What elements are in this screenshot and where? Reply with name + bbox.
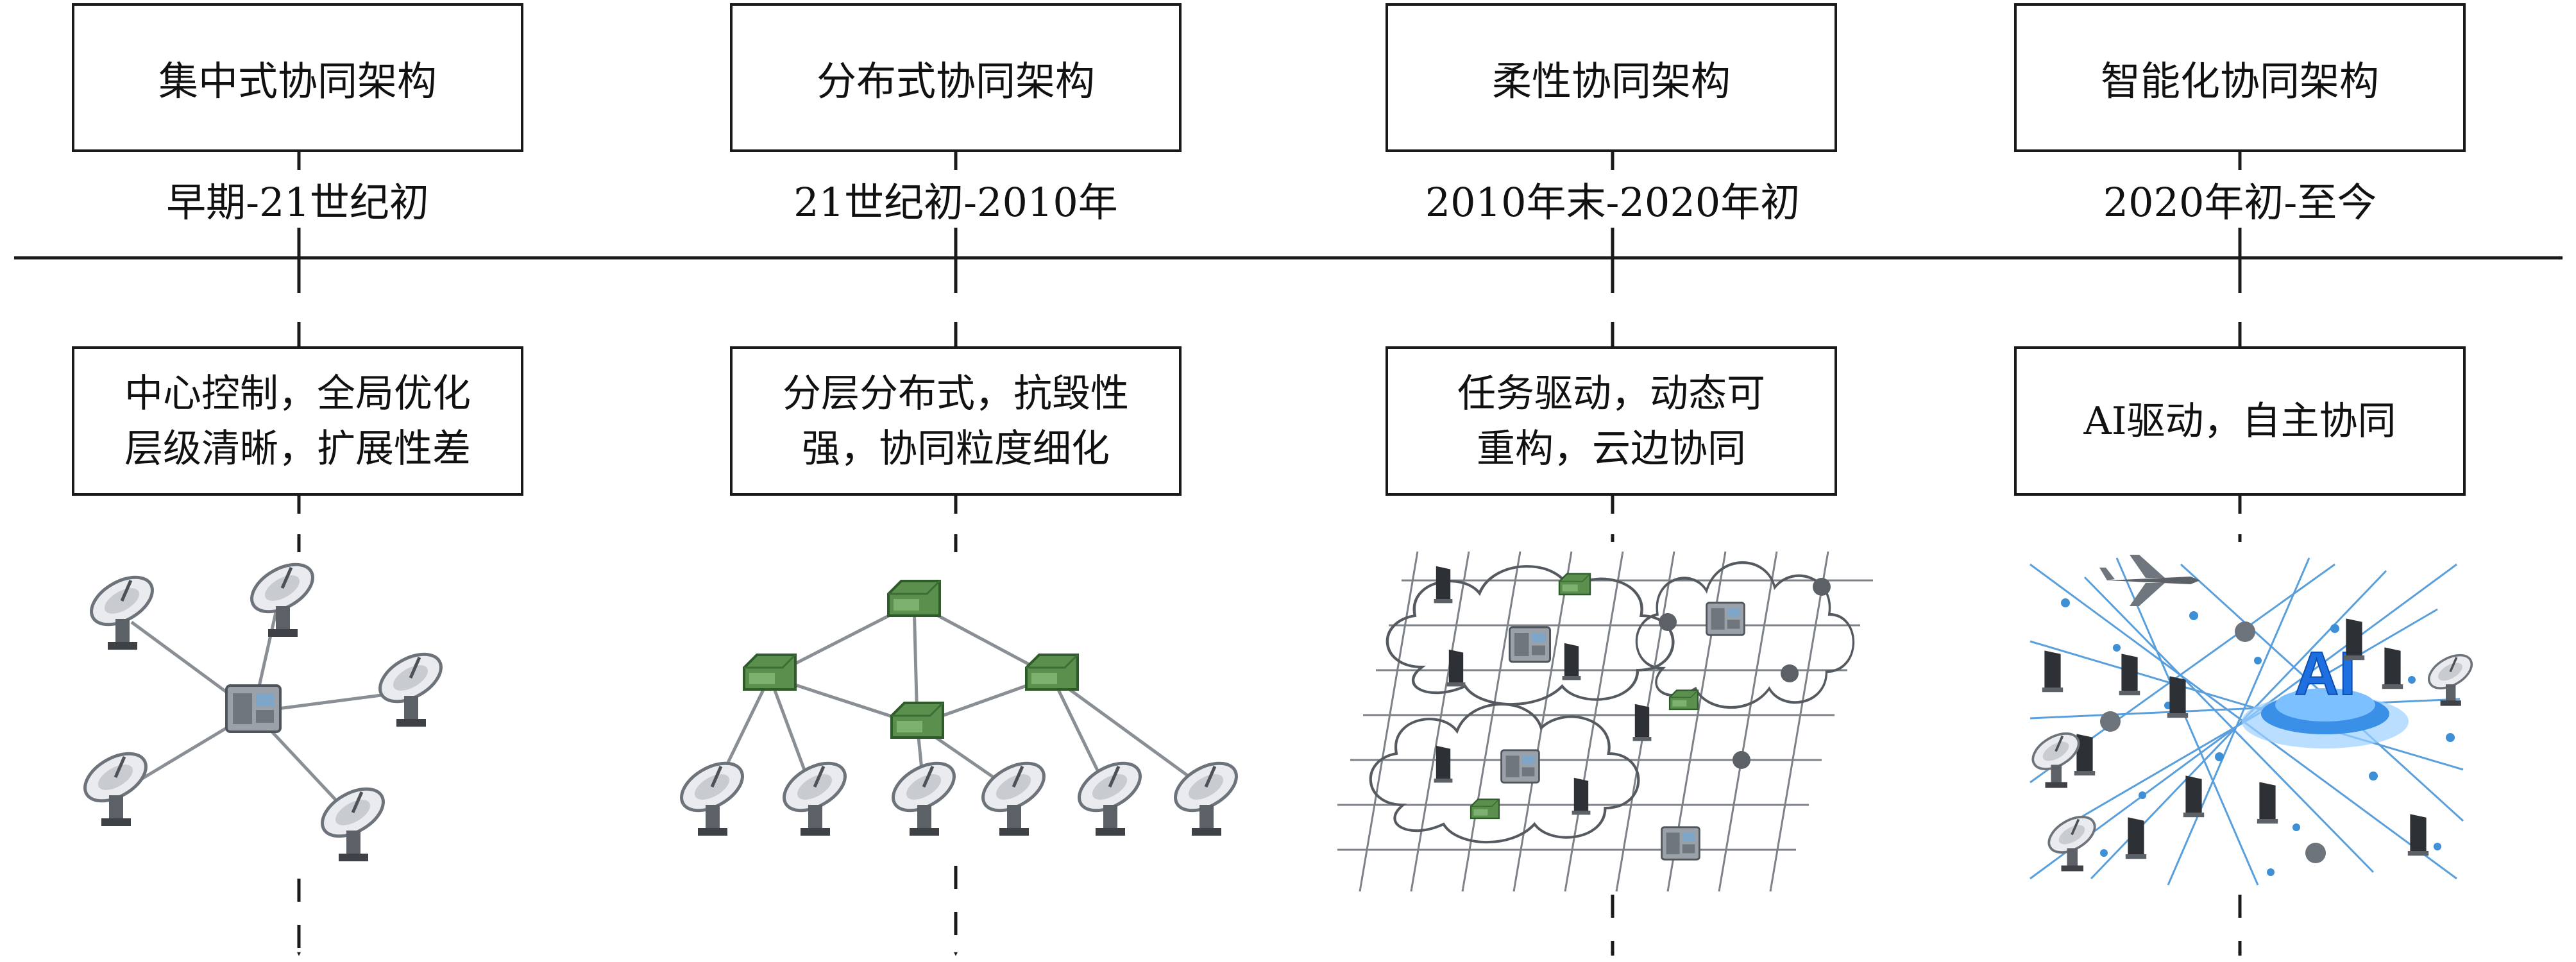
stage-2-title: 分布式协同架构 [730,3,1182,152]
satellite-dish-icon [674,754,750,836]
stage-3-title: 柔性协同架构 [1385,3,1837,152]
terminal-icon [2125,817,2147,859]
satellite-dish-icon [83,568,160,650]
control-center-icon [225,684,282,733]
satellite-dish-icon [372,645,449,727]
server-icon [1500,749,1540,784]
server-icon [1706,602,1745,636]
illustration-hierarchical [674,580,1244,836]
terminal-icon [1572,777,1591,815]
satellite-dish-icon [1167,754,1244,836]
terminal-icon [2382,647,2403,689]
terminal-icon [2407,814,2429,856]
stage-4-description: AI驱动，自主协同 [2014,346,2466,496]
stage-1-description: 中心控制，全局优化层级清晰，扩展性差 [72,346,523,496]
stage-2-description: 分层分布式，抗毁性强，协同粒度细化 [730,346,1182,496]
stage-3-description: 任务驱动，动态可重构，云边协同 [1385,346,1837,496]
terminal-icon [2257,782,2278,824]
satellite-dish-icon [1071,754,1148,836]
terminal-icon [1562,643,1581,680]
terminal-icon [2119,654,2140,696]
network-node-icon [1470,798,1500,820]
stage-4-period: 2020年初-至今 [2015,170,2464,228]
server-icon [1661,826,1700,861]
aircraft-icon [2099,555,2200,606]
terminal-icon [2167,676,2189,718]
terminal-icon [2343,618,2365,661]
satellite-dish-icon [77,744,154,826]
network-node-icon [1558,573,1591,596]
terminal-icon [1434,745,1453,783]
terminal-icon [2183,775,2205,818]
illustration-centralized [77,555,449,861]
network-node-icon [890,702,944,739]
server-icon [1509,626,1551,663]
network-node-icon [1025,654,1079,691]
stage-1-period: 早期-21世纪初 [73,170,522,228]
network-node-icon [743,654,797,691]
satellite-dish-icon [244,555,321,637]
stage-3-period: 2010年末-2020年初 [1388,170,1837,228]
satellite-dish-icon [975,754,1052,836]
network-node-icon [887,580,941,617]
terminal-icon [2042,650,2063,693]
illustration-cloud-grid [1337,551,1873,892]
terminal-icon [1434,566,1453,603]
satellite-dish-icon [776,754,853,836]
illustration-ai-mesh: AI [2021,552,2479,888]
stage-4-title: 智能化协同架构 [2014,3,2466,152]
stage-1-title: 集中式协同架构 [72,3,523,152]
stage-2-period: 21世纪初-2010年 [731,170,1180,228]
terminal-icon [1446,649,1466,687]
network-node-icon [1668,689,1699,711]
satellite-dish-icon [885,754,962,836]
terminal-icon [1632,704,1652,741]
